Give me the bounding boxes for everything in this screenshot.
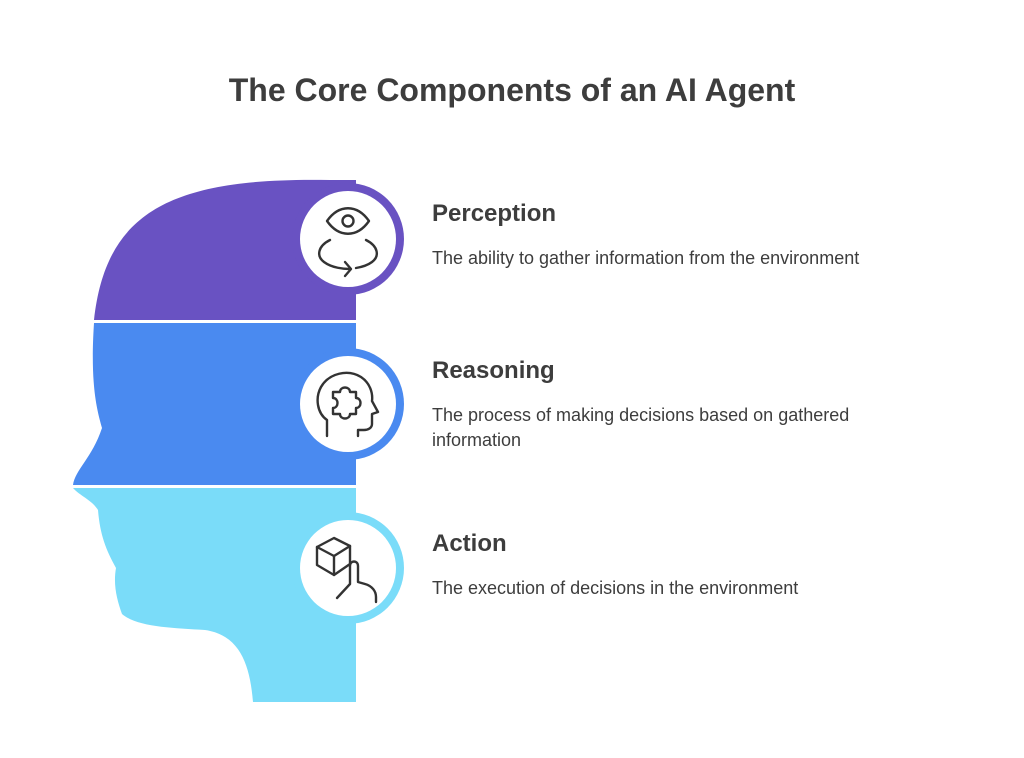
action-band (73, 488, 356, 702)
cube-hand-icon (315, 536, 378, 604)
reasoning-band (73, 323, 356, 485)
perception-icon-circle (292, 183, 404, 295)
component-title: Action (432, 530, 507, 557)
component-description: The execution of decisions in the enviro… (432, 578, 799, 598)
component-description: The ability to gather information from t… (432, 248, 860, 268)
perception-band (94, 179, 356, 320)
eye-rotate-icon (318, 207, 378, 278)
component-action: Action The execution of decisions in the… (432, 530, 972, 601)
component-reasoning: Reasoning The process of making decision… (432, 357, 972, 453)
head-puzzle-icon (316, 371, 380, 438)
diagram-title: The Core Components of an AI Agent (228, 72, 796, 108)
reasoning-icon-circle (292, 348, 404, 460)
component-title: Perception (432, 200, 557, 227)
action-icon-circle (292, 512, 404, 624)
component-title: Reasoning (432, 357, 555, 384)
component-description: The process of making decisions based on… (432, 405, 850, 450)
component-perception: Perception The ability to gather informa… (432, 200, 972, 271)
